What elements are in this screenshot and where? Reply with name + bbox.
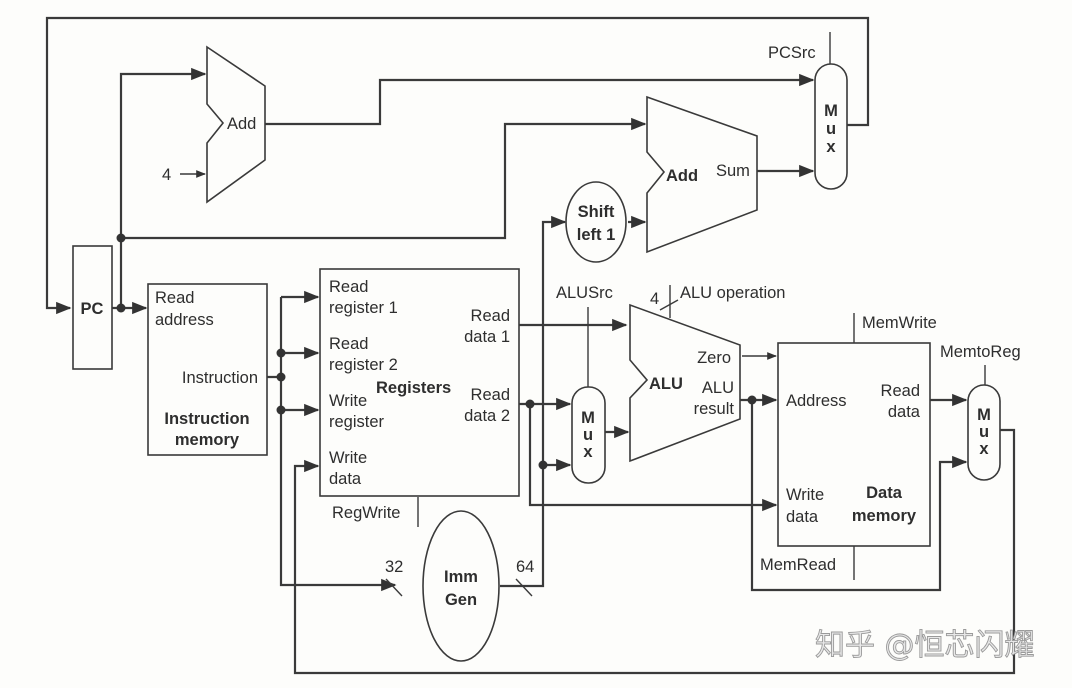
data-memory[interactable]: Address Write data Read data Data memory… xyxy=(760,314,937,574)
dmem-name: memory xyxy=(852,507,917,525)
memtoreg-label: MemtoReg xyxy=(940,343,1021,361)
memread-label: MemRead xyxy=(760,556,836,574)
mux-char: u xyxy=(826,120,836,138)
reg-input-label: data xyxy=(329,470,362,488)
instruction-label: Instruction xyxy=(182,369,258,387)
zero-label: Zero xyxy=(697,349,731,367)
pc-register[interactable]: PC xyxy=(72,245,113,370)
wire-imm-out xyxy=(500,215,567,588)
const-four-label: 4 xyxy=(162,166,171,184)
alu-operation-label: ALU operation xyxy=(680,284,786,302)
dmem-writedata-label: Write xyxy=(786,486,824,504)
bus-width-32: 32 xyxy=(385,558,403,576)
mux-char: x xyxy=(583,443,593,461)
wire-alu-bypass xyxy=(750,400,968,592)
imm-gen[interactable]: Imm Gen 32 64 xyxy=(385,510,534,662)
pcsrc-label: PCSrc xyxy=(768,44,816,62)
imem-input-label: address xyxy=(155,311,214,329)
wire-rd2-to-dmem xyxy=(528,404,778,512)
reg-input-label: register xyxy=(329,413,385,431)
mux-char: x xyxy=(826,138,836,156)
reg-input-label: register 1 xyxy=(329,299,398,317)
reg-input-label: Write xyxy=(329,392,367,410)
reg-output-label: Read xyxy=(471,307,510,325)
mux-char: M xyxy=(581,409,595,427)
alu-result-label: result xyxy=(694,400,735,418)
pc-label: PC xyxy=(81,300,104,318)
shift-label-1: Shift xyxy=(578,203,615,221)
wire-instr-bus xyxy=(279,297,397,592)
instruction-memory[interactable]: Read address Instruction Instruction mem… xyxy=(147,283,268,456)
imem-name: Instruction xyxy=(164,410,249,428)
reg-input-label: Read xyxy=(329,335,368,353)
dmem-writedata-label: data xyxy=(786,508,819,526)
junctions xyxy=(116,233,757,470)
wire-pc-to-adder xyxy=(119,67,207,308)
wire-pc-to-branch-adder xyxy=(121,117,647,240)
reg-output-label: data 2 xyxy=(464,407,510,425)
shift-left-unit[interactable]: Shift left 1 xyxy=(565,181,627,263)
bus-width-4: 4 xyxy=(650,290,659,308)
alu-result-label: ALU xyxy=(702,379,734,397)
imem-input-label: Read xyxy=(155,289,194,307)
reg-input-label: Read xyxy=(329,278,368,296)
bus-width-64: 64 xyxy=(516,558,534,576)
shift-label-2: left 1 xyxy=(577,226,616,244)
dmem-readdata-label: data xyxy=(888,403,921,421)
sum-label: Sum xyxy=(716,162,750,180)
mux-char: M xyxy=(824,102,838,120)
pc-adder-label: Add xyxy=(227,115,256,133)
wires xyxy=(45,16,1016,675)
alu-label: ALU xyxy=(649,375,683,393)
wire-adder-to-mux xyxy=(265,73,815,126)
bus-slash-aluop xyxy=(659,299,679,311)
reg-output-label: data 1 xyxy=(464,328,510,346)
pc-adder[interactable]: Add 4 xyxy=(162,45,266,204)
dmem-name: Data xyxy=(866,484,903,502)
wire-pc-feedback xyxy=(45,16,870,315)
dmem-address-label: Address xyxy=(786,392,847,410)
alu[interactable]: ALU Zero ALU result ALU operation 4 xyxy=(629,284,786,463)
mux-char: u xyxy=(583,426,593,444)
reg-input-label: register 2 xyxy=(329,356,398,374)
bus-slash-64 xyxy=(515,578,533,597)
regwrite-label: RegWrite xyxy=(332,504,400,522)
mux-char: x xyxy=(979,440,989,458)
register-file[interactable]: Read register 1 Read register 2 Write re… xyxy=(319,268,520,522)
wire-writeback xyxy=(293,428,1016,675)
registers-name: Registers xyxy=(376,379,451,397)
dmem-readdata-label: Read xyxy=(881,382,920,400)
branch-adder-label: Add xyxy=(666,167,698,185)
mux-char: M xyxy=(977,406,991,424)
immgen-label: Imm xyxy=(444,568,478,586)
branch-adder[interactable]: Add Sum xyxy=(646,95,758,254)
immgen-label: Gen xyxy=(445,591,477,609)
mux-char: u xyxy=(979,423,989,441)
memwrite-label: MemWrite xyxy=(862,314,937,332)
memtoreg-mux[interactable]: M u x MemtoReg xyxy=(940,343,1021,481)
imem-name: memory xyxy=(175,431,240,449)
pc-mux[interactable]: M u x PCSrc xyxy=(768,44,848,190)
bus-slash-32 xyxy=(385,578,403,597)
reg-output-label: Read xyxy=(471,386,510,404)
reg-input-label: Write xyxy=(329,449,367,467)
watermark-text: 知乎 @恒芯闪耀 xyxy=(815,628,1035,663)
alusrc-mux[interactable]: M u x ALUSrc xyxy=(556,284,613,484)
alusrc-label: ALUSrc xyxy=(556,284,613,302)
